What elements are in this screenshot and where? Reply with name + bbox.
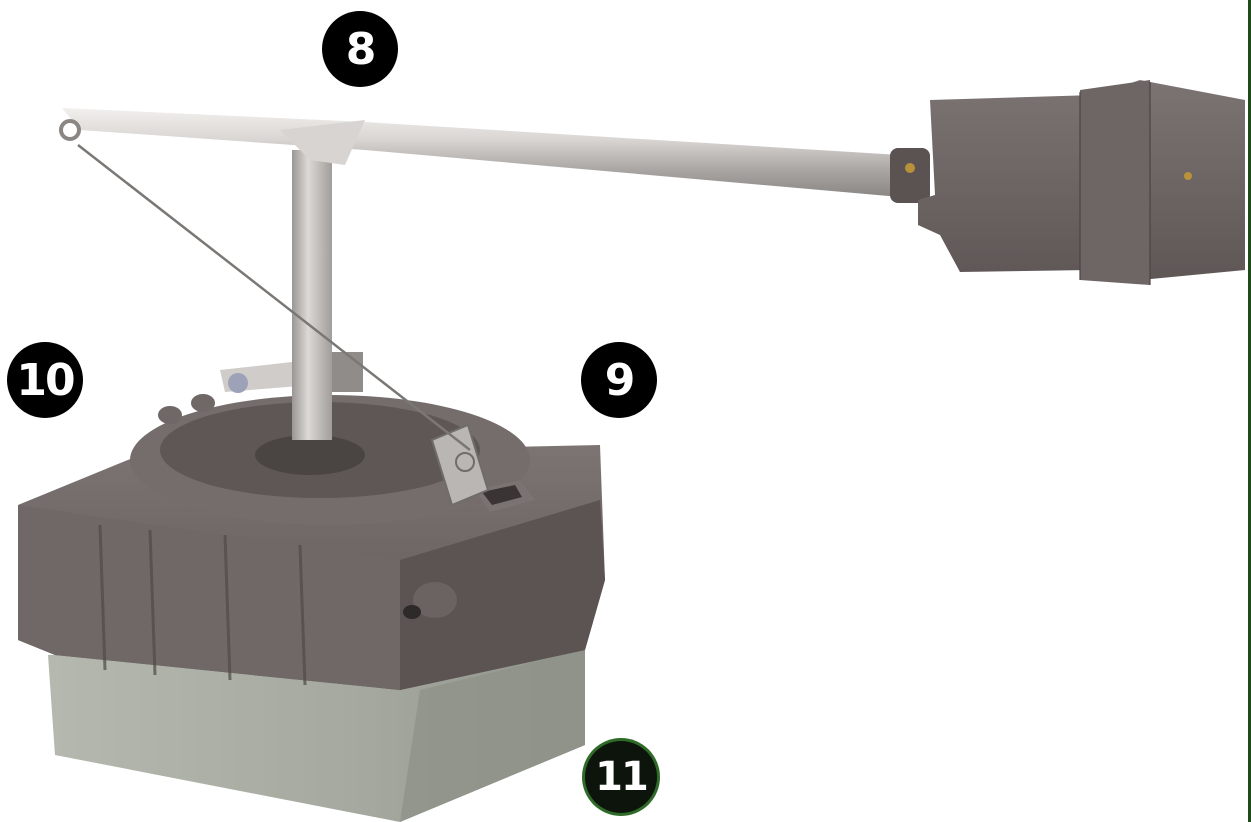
concrete-base [48,650,585,822]
callout-10: 10 [7,342,83,418]
callout-11: 11 [585,741,657,813]
guy-wire [77,144,471,451]
hinge-plate [430,423,490,507]
clamp-bracket [220,352,363,393]
callout-8: 8 [322,11,398,87]
right-edge-bar [1248,0,1251,822]
boom-arm [59,108,900,197]
vertical-mast [292,150,332,440]
callout-9: 9 [581,342,657,418]
motor-head [890,80,1245,285]
base-housing [18,394,605,690]
